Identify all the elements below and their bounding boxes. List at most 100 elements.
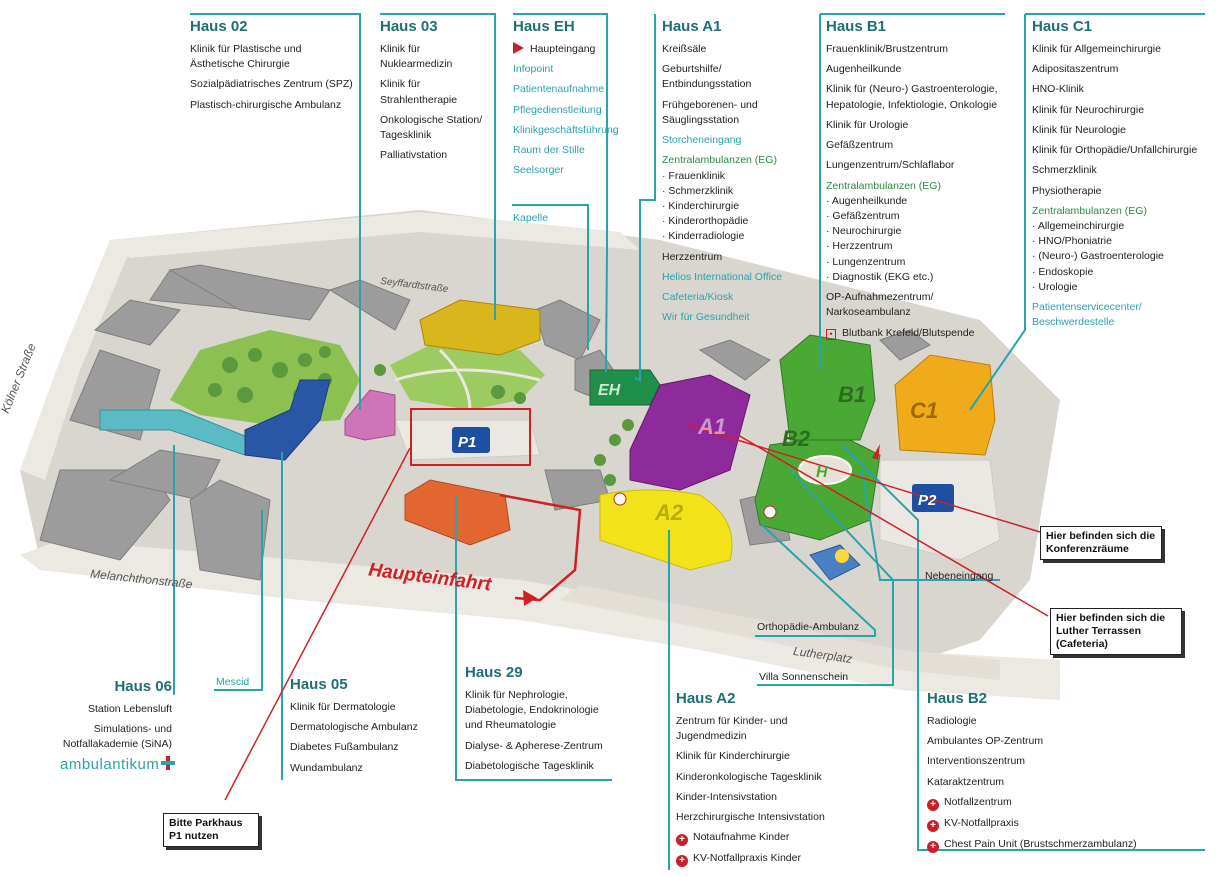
hausb2-cross-text: Chest Pain Unit (Brustschmerzambulanz) [944, 837, 1137, 850]
hausa2-line: Kinderonkologische Tagesklinik [676, 770, 822, 783]
hausa1-line: Frühgeborenen- und [662, 98, 758, 111]
block-hausb2: Haus B2 Radiologie Ambulantes OP-Zentrum… [927, 690, 1137, 853]
haus03-line: Klinik für [380, 78, 421, 91]
hausa1-zentral-item: · Frauenklinik [662, 169, 726, 182]
hausb1-blutbank: •Blutbank Krefeld/Blutspende [826, 326, 998, 341]
hausb2-title: Haus B2 [927, 690, 988, 707]
hausb1-zentral-item: · Lungenzentrum [826, 255, 906, 268]
hausb1-zentral-item: · Gefäßzentrum [826, 209, 900, 222]
block-haus02: Haus 02 Klinik für Plastische und Ästhet… [190, 18, 353, 113]
hausc1-line: HNO-Klinik [1032, 83, 1084, 96]
haus03-line: Klinik für [380, 43, 421, 55]
label-c1: C1 [910, 398, 938, 423]
hausa1-teal: Wir für Gesundheit [662, 311, 750, 324]
hausa1-line: Geburtshilfe/ [662, 63, 722, 76]
haus03-line: Onkologische Station/ [380, 113, 483, 126]
hauseh-title: Haus EH [513, 18, 575, 35]
road-seyffardt [110, 212, 640, 258]
callout-luther-line: Luther Terrassen [1056, 625, 1141, 638]
haus05-line: Wundambulanz [290, 761, 363, 774]
hausa2-cross-text: Notaufnahme Kinder [693, 831, 790, 844]
haus03-line: Palliativstation [380, 149, 448, 162]
route-arrow [523, 590, 537, 606]
hausc1-zentral-item: · HNO/Phoniatrie [1032, 235, 1112, 248]
hausb1-line: Lungenzentrum/Schlaflabor [826, 159, 955, 172]
hausb2-line: Kataraktzentrum [927, 775, 1005, 788]
hausa1-herz: Herzzentrum [662, 250, 723, 263]
haus06-title: Haus 06 [114, 678, 172, 695]
building-hausb1 [779, 334, 876, 441]
plus-icon [161, 756, 176, 770]
hausa2-cross-line: +KV-Notfallpraxis Kinder [676, 851, 825, 868]
hausb1-zentral-item: · Augenheilkunde [826, 194, 908, 207]
hausb2-cross-line: +KV-Notfallpraxis [927, 816, 1137, 832]
hausa1-line: Kreißsäle [662, 43, 707, 55]
haus29-line: Dialyse- & Apherese-Zentrum [465, 739, 603, 752]
hausc1-line: Klinik für Orthopädie/Unfallchirurgie [1032, 144, 1198, 157]
building-haus03 [419, 299, 541, 356]
hausb1-zentral-item: · Diagnostik (EKG etc.) [826, 270, 934, 283]
hausb1-line: Klinik für Urologie [826, 118, 909, 131]
kapelle-text: Kapelle [513, 212, 549, 224]
hausa1-zentral-item: · Kinderorthopädie [662, 215, 749, 228]
kapelle-label: Kapelle [513, 211, 548, 226]
hauseh-line: Infopoint [513, 63, 554, 76]
hausc1-zentral-item: · Allgemeinchirurgie [1032, 219, 1125, 232]
villa-label: Villa Sonnenschein [759, 671, 849, 683]
hausc1-teal: Patientenservicecenter/ [1032, 301, 1142, 314]
road-melanchthon [20, 540, 1060, 700]
callout-luther: Hier befinden sich die Luther Terrassen … [1050, 608, 1182, 656]
grey-buildings [39, 264, 931, 581]
callout-luther-line: Hier befinden sich die [1056, 612, 1166, 624]
haus05-line: Diabetes Fußambulanz [290, 741, 399, 754]
label-b1: B1 [838, 382, 866, 407]
hausb1-zentral: Zentralambulanzen (EG) [826, 179, 941, 192]
block-haus03: Haus 03 Klinik für Nuklearmedizin Klinik… [380, 18, 482, 164]
p1-sign [452, 427, 490, 453]
nebeneingang-label: Nebeneingang [925, 570, 994, 582]
hausc1-line: Physiotherapie [1032, 184, 1102, 197]
hausa2-cross-line: +Notaufnahme Kinder [676, 830, 825, 847]
hausc1-zentral-item: · Urologie [1032, 280, 1078, 293]
haus02-line: Plastisch-chirurgische Ambulanz [190, 98, 342, 111]
building-haus02 [344, 389, 396, 441]
label-b2: B2 [782, 426, 811, 451]
label-p1: P1 [458, 434, 476, 451]
callout-parkhaus-line: Bitte Parkhaus [169, 817, 243, 829]
haus05-line: Klinik für Dermatologie [290, 701, 396, 713]
haus02-title: Haus 02 [190, 18, 248, 35]
hausb1-line: Klinik für (Neuro-) Gastroenterologie, [826, 83, 998, 96]
haus29-line: Diabetologie, Endokrinologie [465, 704, 599, 717]
road-koelner [20, 240, 130, 480]
hausa1-zentral-item: · Kinderradiologie [662, 230, 745, 243]
hausc1-title: Haus C1 [1032, 18, 1093, 35]
hausb1-line: Frauenklinik/Brustzentrum [826, 43, 948, 55]
park-central [390, 345, 545, 410]
hausb2-cross-text: Notfallzentrum [944, 795, 1012, 808]
block-hauseh: Haus EH Haupteingang Infopoint Patienten… [513, 18, 619, 179]
hausa1-teal: Helios International Office [662, 270, 783, 283]
hausa2-line: Zentrum für Kinder- und [676, 715, 788, 727]
block-haus06: Haus 06 Station Lebensluft Simulations- … [40, 678, 172, 753]
hausa1-line: Entbindungsstation [662, 78, 752, 91]
hausa2-cross-text: KV-Notfallpraxis Kinder [693, 852, 801, 865]
haus02-line: Sozialpädiatrisches Zentrum (SPZ) [190, 78, 353, 91]
label-eh: EH [598, 382, 621, 399]
ambulantikum-text: ambulantikum [60, 756, 160, 773]
haus29-line: Diabetologische Tagesklinik [465, 759, 594, 772]
hausb1-op: Narkoseambulanz [826, 306, 911, 319]
hausa1-teal: Cafeteria/Kiosk [662, 291, 734, 304]
orthopaedie-label: Orthopädie-Ambulanz [757, 621, 860, 633]
block-haus29: Haus 29 Klinik für Nephrologie, Diabetol… [465, 664, 603, 774]
haus06-line: Notfallakademie (SiNA) [62, 738, 172, 751]
haus02-line: Klinik für Plastische und [190, 43, 302, 55]
hausa2-line: Klinik für Kinderchirurgie [676, 750, 790, 763]
haus06-line: Simulations- und [93, 723, 172, 736]
hausb1-zentral-item: · Herzzentrum [826, 240, 893, 253]
hausc1-line: Adipositaszentrum [1032, 63, 1119, 76]
hausc1-zentral-item: · (Neuro-) Gastroenterologie [1032, 250, 1164, 263]
hausa1-storch: Storcheneingang [662, 134, 742, 147]
hausa1-line: Säuglingsstation [662, 113, 740, 126]
callout-parkhaus-line: P1 nutzen [169, 830, 219, 843]
